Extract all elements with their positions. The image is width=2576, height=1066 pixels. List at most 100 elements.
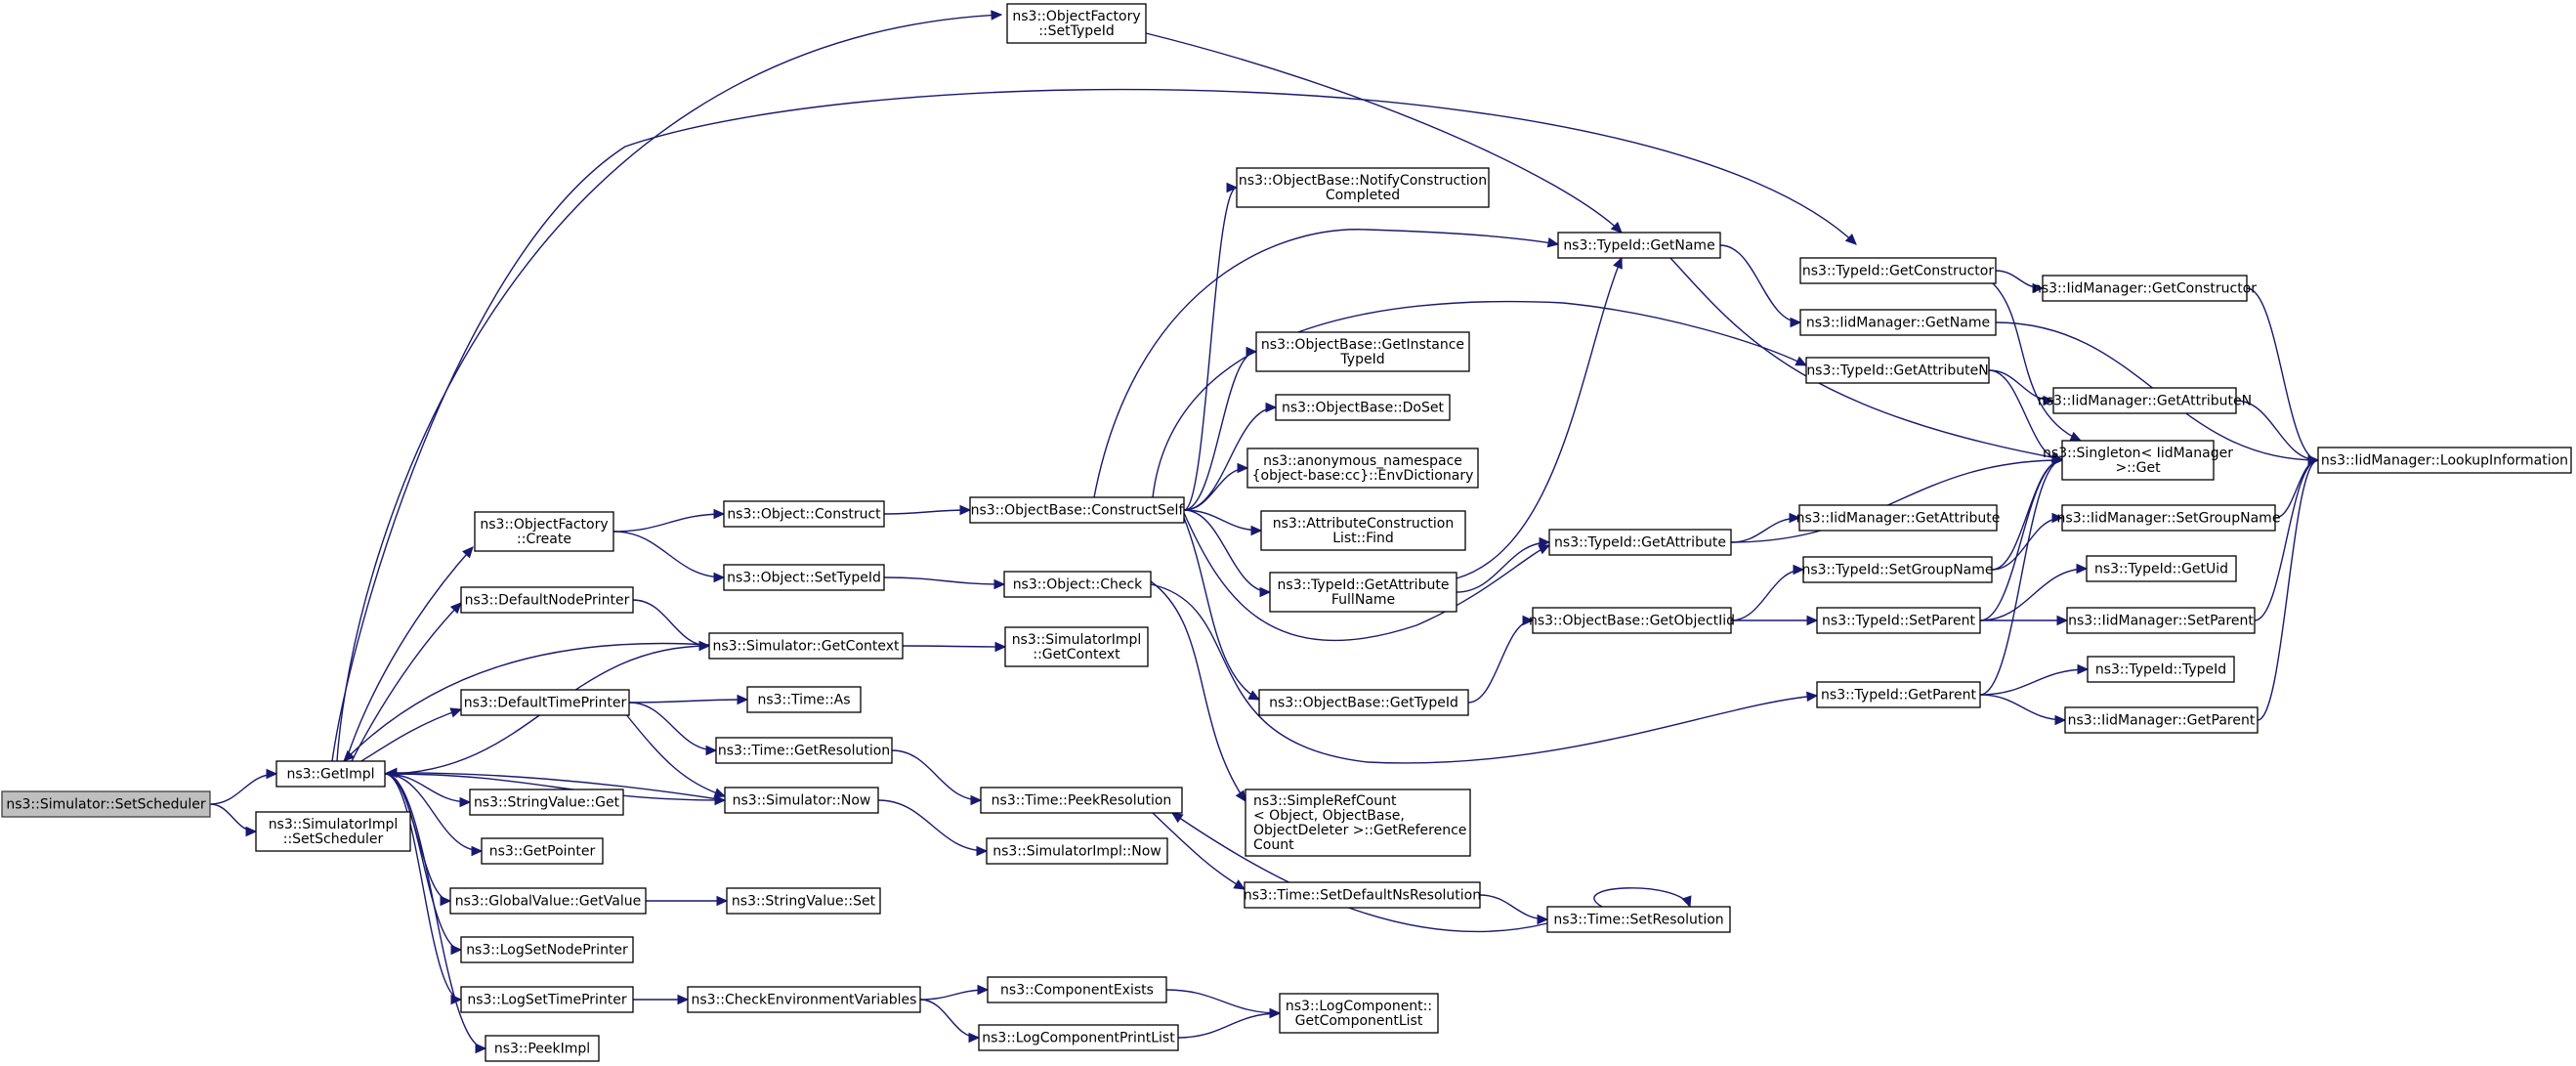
graph-node-label: ns3::TypeId::GetName	[1563, 238, 1714, 254]
edge-n22-to-n35	[1150, 580, 1246, 802]
edge-n22-to-n35-arrowhead	[1235, 789, 1246, 803]
edge-n40-to-n46	[1730, 569, 1804, 621]
graph-node-n21[interactable]: ns3::ObjectBase::ConstructSelf	[969, 496, 1185, 524]
graph-node-n54[interactable]: ns3::IidManager::SetParent	[2066, 607, 2256, 634]
graph-node-n25[interactable]: ns3::SimulatorImpl::Now	[986, 837, 1168, 865]
graph-node-n23[interactable]: ns3::SimulatorImpl::GetContext	[1004, 626, 1149, 667]
graph-node-label: ns3::AttributeConstruction	[1273, 516, 1454, 532]
graph-node-n50[interactable]: ns3::IidManager::GetAttributeN	[2038, 387, 2252, 414]
graph-node-n27[interactable]: ns3::LogComponentPrintList	[978, 1024, 1179, 1051]
graph-node-n34[interactable]: ns3::ObjectBase::GetTypeId	[1258, 689, 1469, 716]
graph-node-n8[interactable]: ns3::Simulator::Now	[724, 787, 879, 814]
graph-node-n5[interactable]: ns3::DefaultNodePrinter	[460, 586, 634, 614]
graph-node-n31[interactable]: ns3::anonymous_namespace{object-base:cc}…	[1246, 448, 1479, 489]
edge-n21-to-n44-arrowhead	[1795, 356, 1808, 366]
graph-node-n46[interactable]: ns3::TypeId::SetGroupName	[1801, 556, 1994, 583]
graph-node-n13[interactable]: ns3::LogSetTimePrinter	[460, 986, 634, 1013]
graph-node-n41[interactable]: ns3::Time::SetResolution	[1546, 906, 1731, 933]
graph-node-n19[interactable]: ns3::StringValue::Set	[726, 887, 881, 915]
graph-node-n52[interactable]: ns3::IidManager::SetGroupName	[2057, 504, 2281, 532]
graph-node-label: ns3::LogSetNodePrinter	[466, 943, 628, 959]
edge-n52-to-n57	[2274, 459, 2319, 519]
edge-n49-to-n57	[2246, 287, 2319, 461]
graph-node-n35[interactable]: ns3::SimpleRefCount< Object, ObjectBase,…	[1245, 789, 1471, 857]
graph-node-n51[interactable]: ns3::Singleton< IidManager >::Get	[2043, 440, 2233, 481]
graph-node-n49[interactable]: ns3::IidManager::GetConstructor	[2033, 275, 2257, 302]
edge-n8-to-n25	[877, 799, 988, 852]
graph-node-n10[interactable]: ns3::GetPointer	[481, 837, 604, 865]
graph-node-n39[interactable]: ns3::TypeId::GetAttribute	[1548, 529, 1732, 556]
graph-node-n40[interactable]: ns3::ObjectBase::GetObjectIid	[1529, 607, 1735, 634]
graph-node-n37[interactable]: ns3::LogComponent::GetComponentList	[1279, 993, 1439, 1034]
edge-n39-to-n51	[1730, 459, 2063, 543]
graph-node-n56[interactable]: ns3::IidManager::GetParent	[2064, 706, 2259, 734]
graph-node-label: ns3::TypeId::SetParent	[1822, 614, 1975, 629]
edge-n20-to-n26-arrowhead	[977, 984, 990, 996]
graph-node-n4[interactable]: ns3::ObjectFactory::Create	[474, 511, 614, 552]
graph-node-label: List::Find	[1332, 531, 1394, 546]
graph-node-n43[interactable]: ns3::IidManager::GetName	[1799, 309, 1997, 336]
graph-node-n45[interactable]: ns3::IidManager::GetAttribute	[1796, 504, 2001, 532]
graph-node-n7[interactable]: ns3::DefaultTimePrinter	[460, 689, 630, 716]
graph-node-n16[interactable]: ns3::Object::SetTypeId	[723, 564, 885, 591]
graph-node-box	[724, 787, 879, 814]
graph-node-n9[interactable]: ns3::StringValue::Get	[469, 789, 624, 816]
edge-n21-to-n34-arrowhead	[1247, 690, 1261, 701]
graph-node-n28[interactable]: ns3::ObjectBase::NotifyConstructionCompl…	[1236, 167, 1490, 208]
graph-node-n14[interactable]: ns3::PeekImpl	[485, 1035, 600, 1062]
edge-n47-to-n51	[1979, 459, 2063, 621]
graph-node-n38[interactable]: ns3::TypeId::GetName	[1557, 232, 1721, 259]
graph-node-n47[interactable]: ns3::TypeId::SetParent	[1816, 607, 1981, 634]
edge-n1-to-n14	[384, 773, 486, 1049]
graph-node-label: ns3::ObjectFactory	[1012, 9, 1140, 24]
edge-n6-to-n23	[902, 645, 1006, 648]
graph-node-n3[interactable]: ns3::ObjectFactory::SetTypeId	[1006, 3, 1147, 44]
graph-node-n22[interactable]: ns3::Object::Check	[1003, 571, 1152, 598]
graph-node-n57[interactable]: ns3::IidManager::LookupInformation	[2317, 447, 2572, 474]
graph-node-n17[interactable]: ns3::Time::As	[746, 686, 862, 713]
graph-node-n20[interactable]: ns3::CheckEnvironmentVariables	[687, 986, 921, 1013]
graph-node-n36[interactable]: ns3::Time::SetDefaultNsResolution	[1244, 881, 1481, 909]
edge-n48-to-n56	[1979, 694, 2066, 721]
graph-node-box	[460, 936, 634, 963]
graph-node-label: ns3::ObjectBase::GetObjectIid	[1529, 614, 1735, 629]
graph-node-n48[interactable]: ns3::TypeId::GetParent	[1816, 681, 1981, 708]
call-graph-edges	[209, 10, 2320, 1054]
graph-node-n11[interactable]: ns3::GlobalValue::GetValue	[449, 887, 647, 915]
graph-node-label: ns3::LogComponent::	[1286, 999, 1432, 1014]
graph-node-label: TypeId	[1339, 352, 1384, 367]
graph-node-n12[interactable]: ns3::LogSetNodePrinter	[460, 936, 634, 963]
graph-node-n0[interactable]: ns3::Simulator::SetScheduler	[1, 790, 211, 818]
edge-n6-to-n1-arrowhead	[343, 749, 356, 762]
graph-node-box	[1269, 572, 1457, 613]
graph-node-label: {object-base:cc}::EnvDictionary	[1252, 468, 1474, 484]
edge-n1-to-n42	[331, 88, 1857, 762]
graph-node-n15[interactable]: ns3::Object::Construct	[723, 500, 885, 528]
edge-n56-to-n57	[2257, 459, 2319, 721]
graph-node-label: ns3::SimpleRefCount	[1253, 793, 1397, 809]
graph-node-n1[interactable]: ns3::GetImpl	[275, 760, 386, 788]
graph-node-label: ObjectDeleter >::GetReference	[1253, 823, 1466, 838]
graph-node-label: ns3::IidManager::SetGroupName	[2057, 511, 2281, 527]
graph-node-label: ns3::IidManager::GetName	[1806, 316, 1990, 331]
graph-node-n30[interactable]: ns3::ObjectBase::DoSet	[1275, 394, 1451, 421]
edge-n34-to-n40-arrowhead	[1522, 615, 1535, 626]
edge-n5-to-n6	[632, 599, 710, 647]
graph-node-n26[interactable]: ns3::ComponentExists	[987, 976, 1167, 1003]
graph-node-n2[interactable]: ns3::SimulatorImpl::SetScheduler	[255, 811, 411, 852]
graph-node-n24[interactable]: ns3::Time::PeekResolution	[980, 787, 1183, 814]
graph-node-label: GetComponentList	[1295, 1013, 1423, 1029]
graph-node-n18[interactable]: ns3::Time::GetResolution	[715, 737, 893, 764]
edge-n24-to-n36-arrowhead	[1233, 879, 1246, 890]
graph-node-n44[interactable]: ns3::TypeId::GetAttributeN	[1805, 357, 1990, 384]
graph-node-n53[interactable]: ns3::TypeId::GetUid	[2086, 555, 2237, 582]
graph-node-n6[interactable]: ns3::Simulator::GetContext	[708, 632, 904, 660]
graph-node-n42[interactable]: ns3::TypeId::GetConstructor	[1799, 257, 1997, 284]
graph-node-label: ns3::GlobalValue::GetValue	[455, 894, 641, 910]
graph-node-box	[469, 789, 624, 816]
graph-node-n55[interactable]: ns3::TypeId::TypeId	[2087, 656, 2235, 683]
graph-node-box	[460, 689, 630, 716]
